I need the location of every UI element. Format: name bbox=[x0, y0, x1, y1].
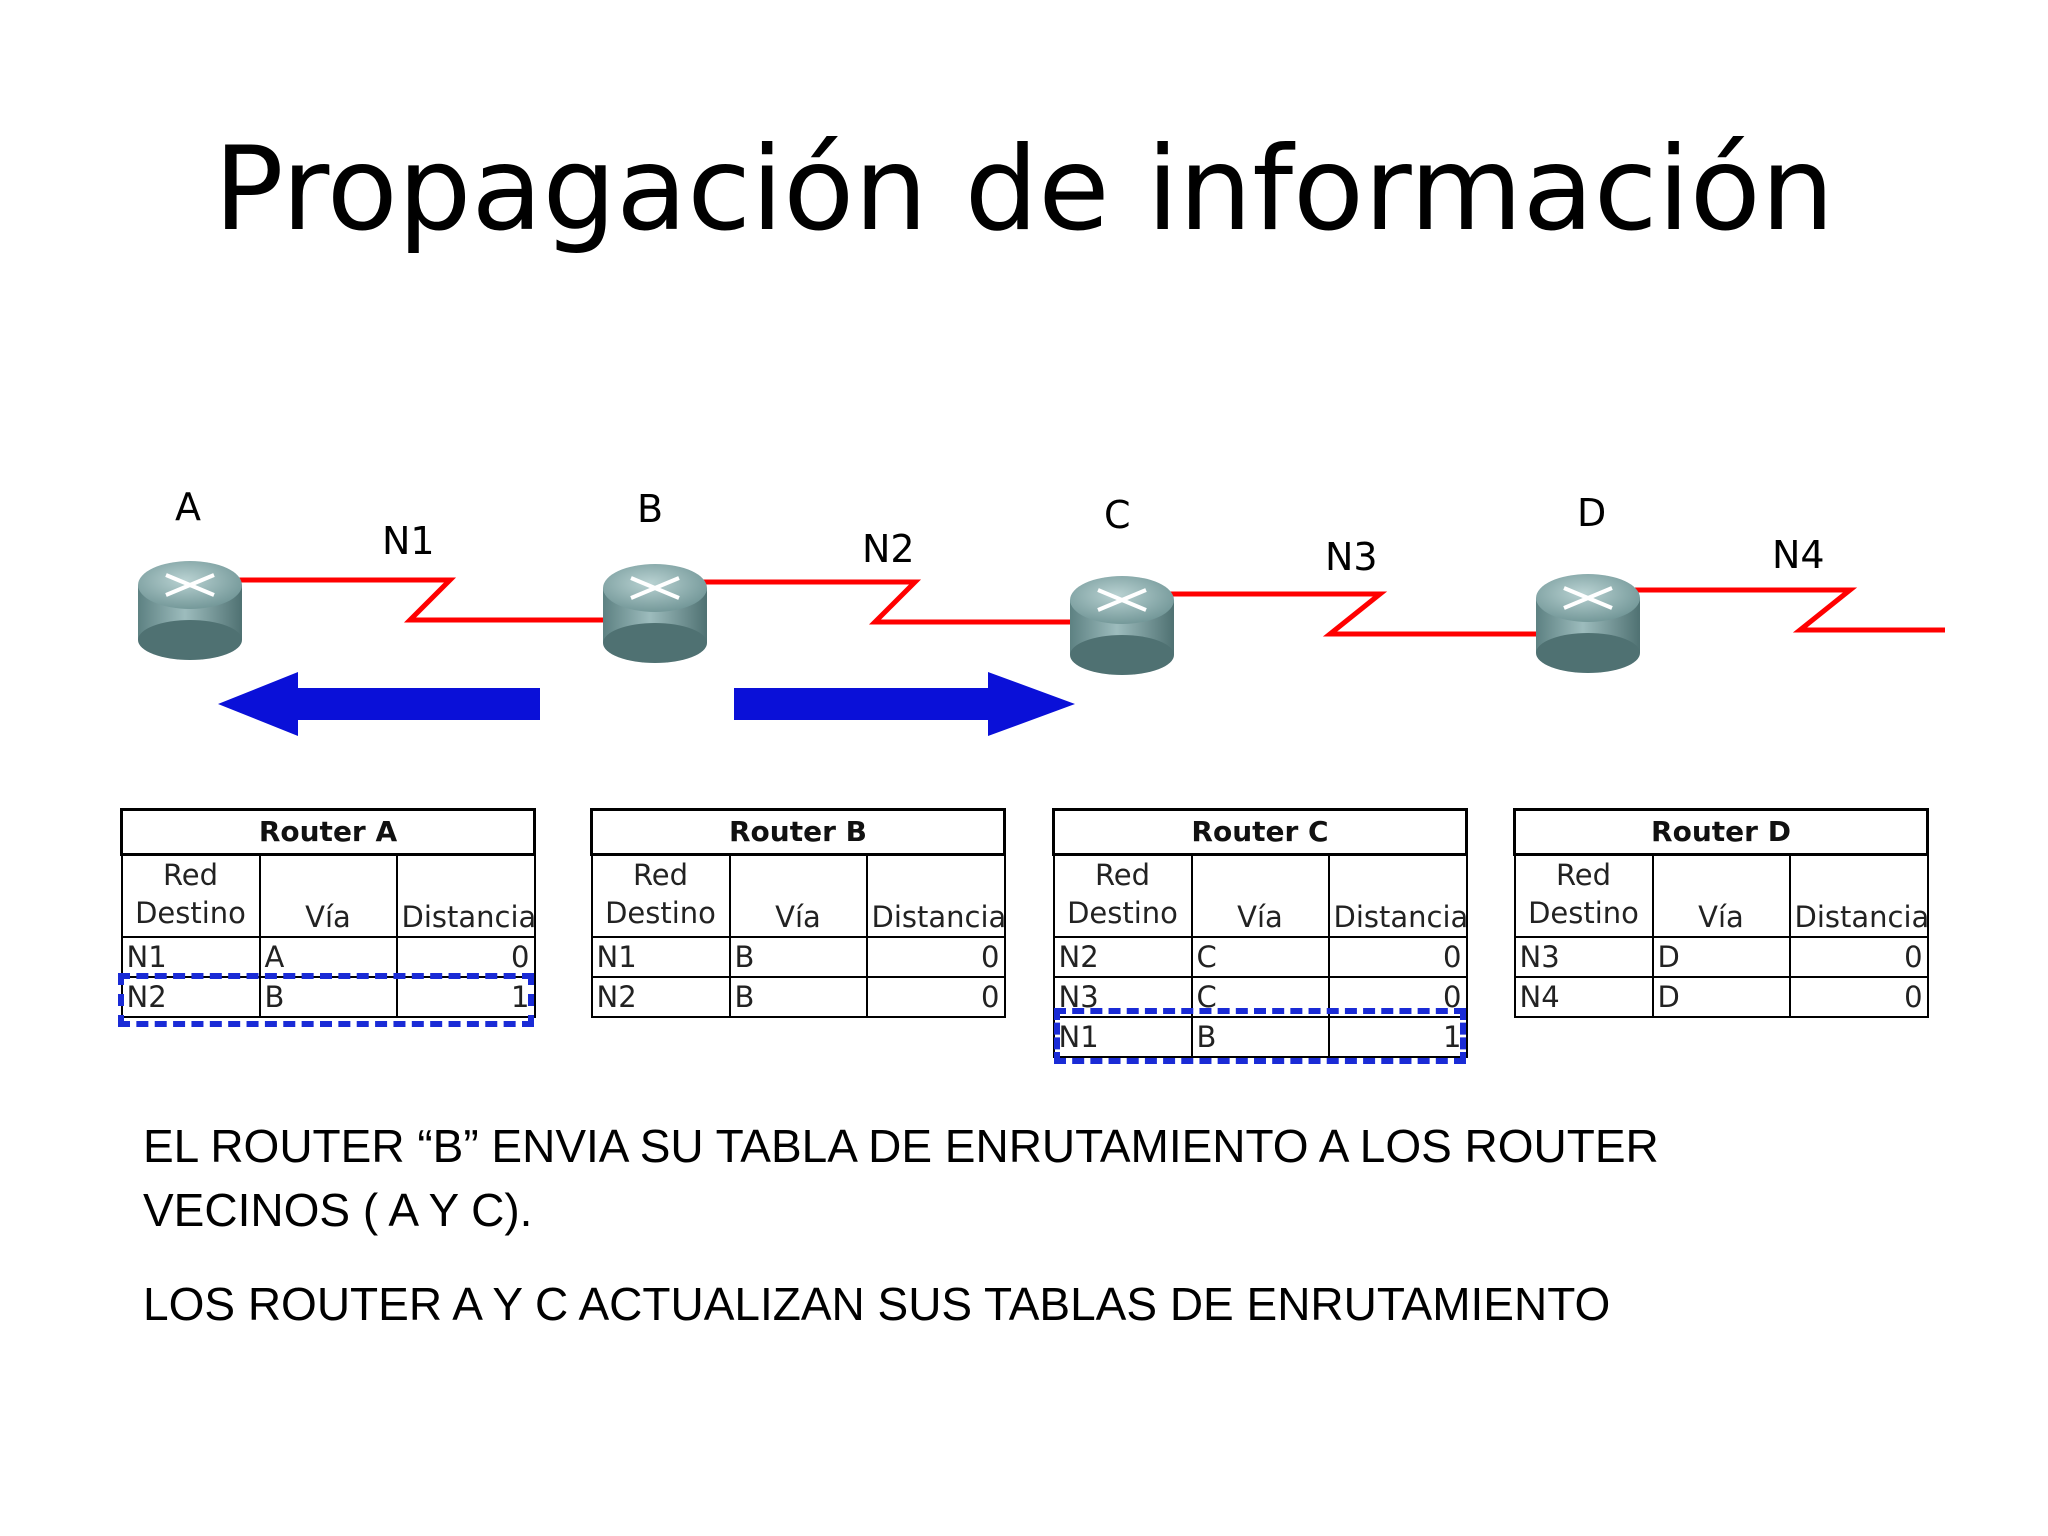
cell-via: B bbox=[728, 976, 868, 1018]
router-c-icon bbox=[1070, 576, 1174, 675]
router-c-label: C bbox=[1104, 493, 1131, 537]
cell-dest: N1 bbox=[590, 936, 731, 978]
new-route-highlight-c bbox=[1054, 1008, 1466, 1064]
cell-distance: 1 bbox=[1327, 1016, 1468, 1058]
cell-dest: N4 bbox=[1513, 976, 1654, 1018]
cell-via: C bbox=[1190, 936, 1330, 978]
network-n4-label: N4 bbox=[1772, 533, 1825, 577]
cell-dest: N1 bbox=[1052, 1016, 1193, 1058]
header-distance: Distancia bbox=[1788, 853, 1929, 938]
cell-via: D bbox=[1651, 936, 1791, 978]
slide-title: Propagación de información bbox=[213, 122, 1835, 257]
description-line-1: EL ROUTER “B” ENVIA SU TABLA DE ENRUTAMI… bbox=[143, 1120, 1659, 1172]
cell-dest: N1 bbox=[120, 936, 261, 978]
cell-dest: N2 bbox=[590, 976, 731, 1018]
router-a-label: A bbox=[175, 485, 201, 529]
cell-distance: 0 bbox=[865, 936, 1006, 978]
description-line-2: VECINOS ( A Y C). bbox=[143, 1184, 533, 1236]
arrow-right-to-c-icon bbox=[734, 672, 1075, 736]
router-b-label: B bbox=[637, 487, 663, 531]
table-row: N1 B 0 bbox=[590, 936, 1006, 978]
table-caption: Router C bbox=[1052, 808, 1468, 856]
network-n1-label: N1 bbox=[382, 519, 435, 563]
cell-via: B bbox=[728, 936, 868, 978]
header-distance: Distancia bbox=[865, 853, 1006, 938]
cell-distance: 0 bbox=[395, 936, 536, 978]
link-n4 bbox=[1635, 587, 1945, 633]
cell-distance: 0 bbox=[865, 976, 1006, 1018]
new-route-highlight-a bbox=[118, 973, 534, 1027]
arrow-left-to-a-icon bbox=[218, 672, 540, 736]
table-row: N1 A 0 bbox=[120, 936, 536, 978]
table-row: N2 B 0 bbox=[590, 976, 1006, 1018]
router-d-label: D bbox=[1577, 491, 1606, 535]
table-row: N2 C 0 bbox=[1052, 936, 1468, 978]
header-distance: Distancia bbox=[1327, 853, 1468, 938]
header-via: Vía bbox=[728, 853, 868, 938]
header-via: Vía bbox=[1651, 853, 1791, 938]
cell-dest: N2 bbox=[1052, 936, 1193, 978]
table-caption: Router B bbox=[590, 808, 1006, 856]
link-n1 bbox=[235, 577, 605, 623]
cell-via: A bbox=[258, 936, 398, 978]
cell-via: D bbox=[1651, 976, 1791, 1018]
table-row: N3 D 0 bbox=[1513, 936, 1929, 978]
router-a-icon bbox=[138, 561, 242, 660]
header-via: Vía bbox=[1190, 853, 1330, 938]
table-caption: Router D bbox=[1512, 808, 1930, 856]
table-row: N1 B 1 bbox=[1052, 1016, 1468, 1058]
table-caption: Router A bbox=[120, 808, 536, 856]
cell-distance: 0 bbox=[1788, 936, 1929, 978]
network-n2-label: N2 bbox=[862, 527, 915, 571]
link-n2 bbox=[700, 579, 1075, 625]
cell-dest: N3 bbox=[1513, 936, 1654, 978]
network-diagram: A B C D N1 N2 N3 N4 bbox=[138, 485, 1945, 736]
description-line-3: LOS ROUTER A Y C ACTUALIZAN SUS TABLAS D… bbox=[143, 1278, 1611, 1330]
router-d-icon bbox=[1536, 574, 1640, 673]
network-n3-label: N3 bbox=[1325, 535, 1378, 579]
cell-via: B bbox=[1190, 1016, 1330, 1058]
cell-distance: 0 bbox=[1327, 936, 1468, 978]
cell-dest: N2 bbox=[120, 976, 261, 1018]
router-b-icon bbox=[603, 564, 707, 663]
header-via: Vía bbox=[258, 853, 398, 938]
header-distance: Distancia bbox=[395, 853, 536, 938]
table-row: N4 D 0 bbox=[1513, 976, 1929, 1018]
cell-distance: 0 bbox=[1788, 976, 1929, 1018]
link-n3 bbox=[1170, 591, 1545, 637]
